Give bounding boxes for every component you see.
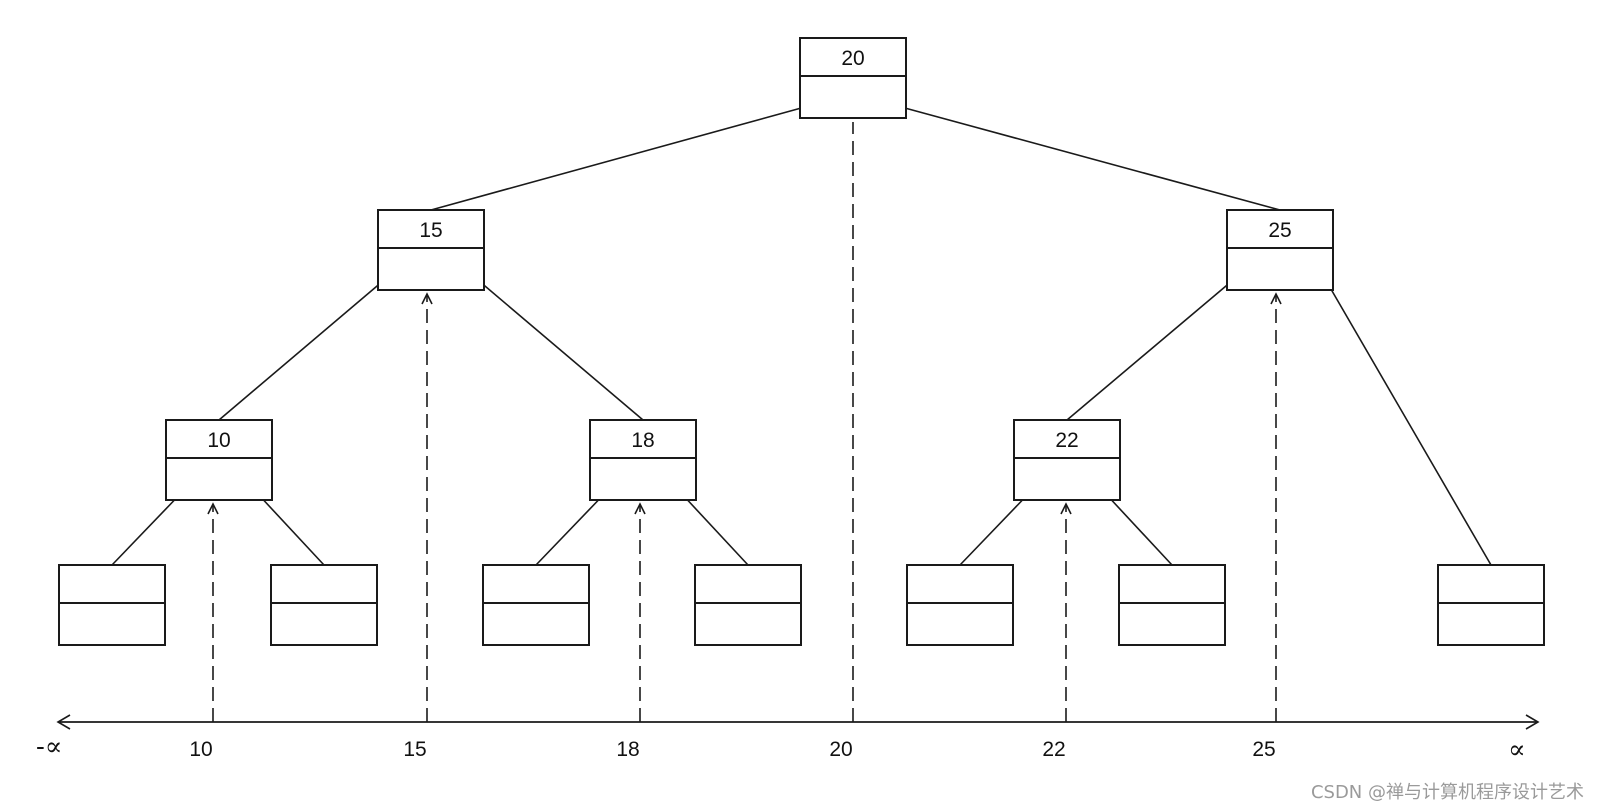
edge-n25-n22 <box>1066 277 1236 421</box>
edge-n15-n18 <box>475 277 644 421</box>
node-box <box>1118 564 1226 646</box>
axis-right-infinity-label: ∝ <box>1508 735 1526 765</box>
node-key-label: 22 <box>1055 429 1078 452</box>
node-key-label: 25 <box>1268 219 1291 242</box>
tree-node-n20: 20 <box>799 37 907 119</box>
axis-tick-label: 22 <box>1042 738 1065 761</box>
tree-node-n10: 10 <box>165 419 273 501</box>
tree-node-l2 <box>270 564 378 646</box>
node-box <box>58 564 166 646</box>
node-box <box>1013 419 1121 501</box>
node-box <box>270 564 378 646</box>
edge-n22-l5 <box>959 499 1024 566</box>
tree-node-n15: 15 <box>377 209 485 291</box>
dashed-guides-layer <box>207 122 1282 722</box>
tree-node-l1 <box>58 564 166 646</box>
node-box <box>377 209 485 291</box>
edge-n25-l7 <box>1323 277 1492 566</box>
number-axis: -∝ ∝ 10 15 18 20 22 25 <box>36 714 1540 765</box>
axis-tick-label: 25 <box>1252 738 1275 761</box>
node-key-label: 10 <box>207 429 230 452</box>
tree-node-l7 <box>1437 564 1545 646</box>
node-box <box>482 564 590 646</box>
axis-right-arrowhead <box>1525 714 1540 730</box>
node-box <box>1437 564 1545 646</box>
node-box <box>694 564 802 646</box>
tree-node-n18: 18 <box>589 419 697 501</box>
axis-tick-label: 15 <box>403 738 426 761</box>
node-key-label: 15 <box>419 219 442 242</box>
tree-node-l3 <box>482 564 590 646</box>
edge-n20-n25 <box>897 105 1281 211</box>
watermark: CSDN @禅与计算机程序设计艺术 <box>1310 782 1584 803</box>
edge-n22-l6 <box>1110 499 1173 566</box>
node-box <box>165 419 273 501</box>
axis-left-arrowhead <box>56 714 71 730</box>
edge-n20-n15 <box>430 105 809 211</box>
tree-node-l5 <box>906 564 1014 646</box>
edge-n10-l1 <box>111 499 176 566</box>
tree-node-l6 <box>1118 564 1226 646</box>
edge-n15-n10 <box>218 277 387 421</box>
guide-arrowhead-n15 <box>421 292 433 305</box>
tree-node-n25: 25 <box>1226 209 1334 291</box>
node-box <box>906 564 1014 646</box>
edge-n18-l4 <box>686 499 749 566</box>
guide-arrowhead-n18 <box>634 502 646 515</box>
axis-tick-label: 10 <box>189 738 212 761</box>
guide-arrowhead-n10 <box>207 502 219 515</box>
axis-left-infinity-label: -∝ <box>36 732 62 762</box>
node-box <box>1226 209 1334 291</box>
edge-n10-l2 <box>262 499 325 566</box>
node-key-label: 18 <box>631 429 654 452</box>
nodes-layer: 20 15 25 10 18 22 <box>58 37 1545 646</box>
axis-tick-label: 20 <box>829 738 852 761</box>
node-key-label: 20 <box>841 47 864 70</box>
node-box <box>799 37 907 119</box>
edge-n18-l3 <box>535 499 600 566</box>
node-box <box>589 419 697 501</box>
tree-node-n22: 22 <box>1013 419 1121 501</box>
guide-arrowhead-n22 <box>1060 502 1072 515</box>
axis-tick-label: 18 <box>616 738 639 761</box>
guide-arrowhead-n25 <box>1270 292 1282 305</box>
edges-layer <box>111 105 1492 566</box>
tree-node-l4 <box>694 564 802 646</box>
axis-tick-labels: 10 15 18 20 22 25 <box>189 738 1275 761</box>
